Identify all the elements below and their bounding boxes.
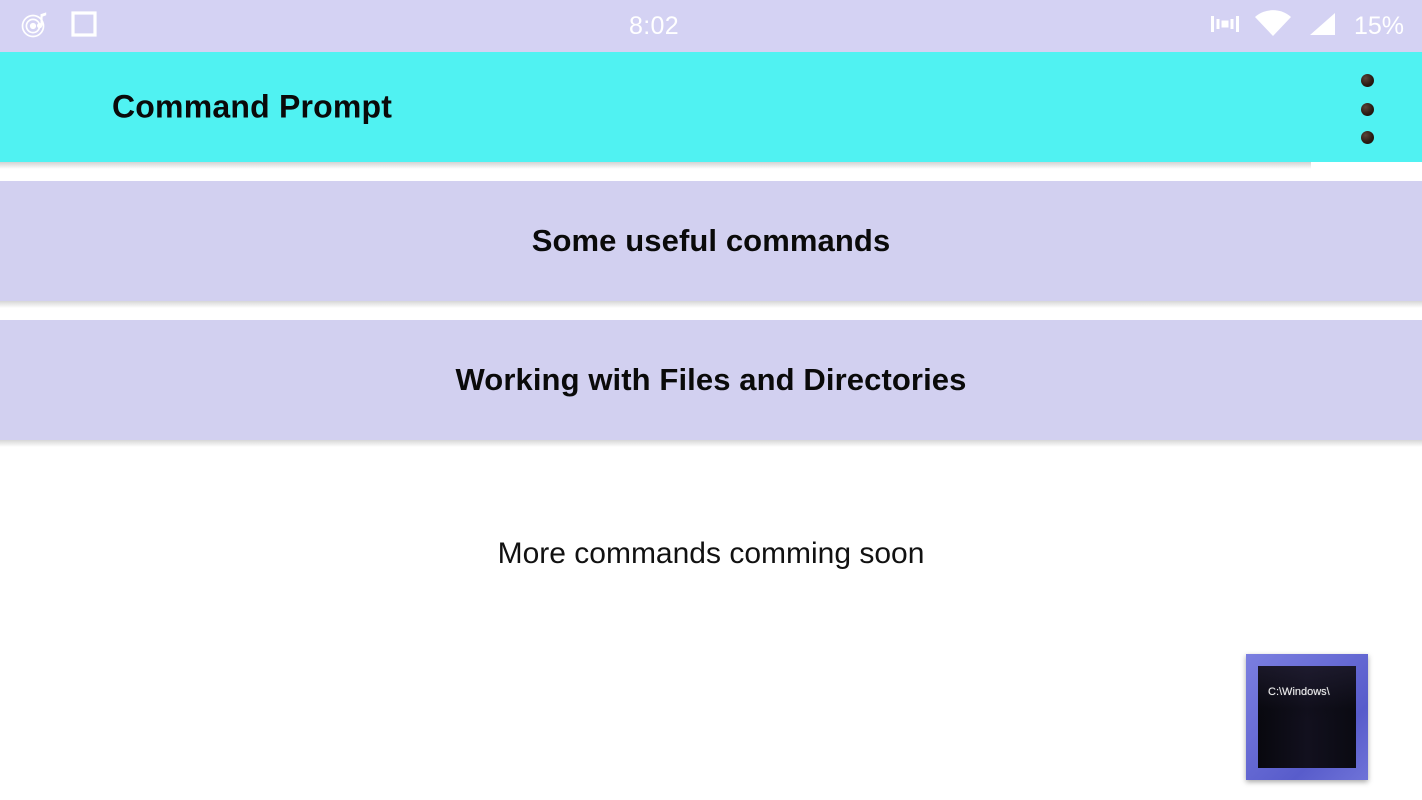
list-item-working-with-files-and-directories[interactable]: Working with Files and Directories bbox=[0, 320, 1422, 447]
overflow-dot-1 bbox=[1360, 74, 1374, 87]
command-prompt-path-label: C:\Windows\ bbox=[1268, 686, 1330, 698]
command-category-list: Some useful commands Working with Files … bbox=[0, 162, 1422, 447]
page-title: Command Prompt bbox=[112, 88, 393, 125]
wifi-icon bbox=[1253, 9, 1293, 43]
status-bar-system-icons: 15% bbox=[1210, 9, 1404, 43]
overflow-dot-3 bbox=[1360, 131, 1374, 144]
list-item-label: Some useful commands bbox=[531, 223, 891, 258]
overflow-dot-2 bbox=[1360, 102, 1374, 116]
command-prompt-icon[interactable]: C:\Windows\ bbox=[1246, 654, 1368, 780]
footer-note: More commands comming soon bbox=[497, 537, 925, 570]
cell-signal-icon bbox=[1306, 10, 1338, 43]
app-bar: Command Prompt bbox=[0, 52, 1422, 169]
status-bar-clock: 8:02 bbox=[629, 11, 679, 40]
list-item-some-useful-commands[interactable]: Some useful commands bbox=[0, 181, 1422, 308]
music-notification-icon bbox=[20, 9, 50, 44]
overflow-menu-icon[interactable] bbox=[1354, 74, 1380, 144]
status-bar-notification-icons bbox=[20, 9, 98, 44]
status-bar: 8:02 15% bbox=[0, 0, 1422, 52]
status-bar-clock-container: 8:02 bbox=[98, 12, 1210, 41]
vibrate-icon bbox=[1210, 10, 1240, 43]
app-notification-icon bbox=[70, 10, 98, 43]
battery-percent-label: 15% bbox=[1353, 11, 1404, 40]
command-prompt-screen: C:\Windows\ bbox=[1258, 666, 1356, 768]
list-item-label: Working with Files and Directories bbox=[455, 362, 967, 397]
command-prompt-screen-glass bbox=[1258, 666, 1356, 768]
